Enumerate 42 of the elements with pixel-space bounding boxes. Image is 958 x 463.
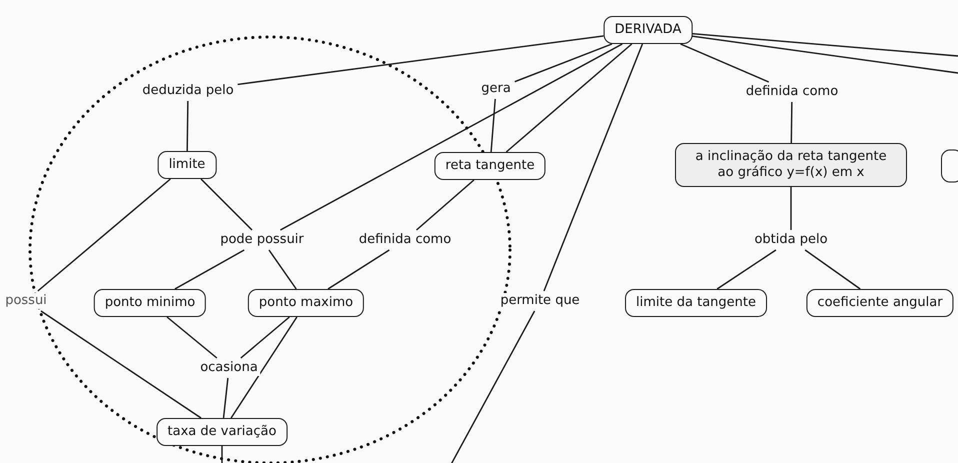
concept-box: taxa de variação <box>156 418 288 446</box>
connector-line <box>790 102 793 143</box>
connector-line <box>804 249 861 290</box>
linking-phrase: pode possuir <box>218 232 306 248</box>
connector-line <box>692 33 958 57</box>
connector-line <box>490 98 496 152</box>
connector-line <box>543 44 644 292</box>
linking-phrase: possui <box>3 293 49 309</box>
concept-box: a inclinação da reta tangente ao gráfico y=f(x) em x <box>675 143 907 187</box>
connector-line <box>280 43 623 231</box>
linking-phrase: ocasiona <box>198 360 260 376</box>
connector-line <box>506 43 632 153</box>
connector-line <box>37 178 171 292</box>
connector-line <box>174 249 245 290</box>
connector-line <box>328 249 390 290</box>
concept-box: ponto minimo <box>94 289 206 317</box>
connector-line <box>40 310 202 419</box>
concept-box: DERIVADA <box>604 16 692 44</box>
connector-line <box>186 101 189 151</box>
concept-box: ponto maximo <box>248 289 364 317</box>
connector-line <box>230 316 298 418</box>
connector-line <box>268 250 297 290</box>
concept-box <box>941 150 958 182</box>
connector-line <box>221 446 223 463</box>
connector-line <box>416 179 474 231</box>
linking-phrase: permite que <box>498 293 582 309</box>
connector-line <box>200 178 252 230</box>
concept-box: reta tangente <box>434 152 546 180</box>
connector-line <box>166 316 218 359</box>
concept-box: limite da tangente <box>625 289 767 317</box>
concept-box: coeficiente angular <box>806 289 954 317</box>
connector-line <box>514 43 612 82</box>
connector-line <box>692 35 958 74</box>
concept-box: limite <box>158 151 216 179</box>
linking-phrase: deduzida pelo <box>140 83 236 99</box>
linking-phrase: obtida pelo <box>752 232 830 248</box>
connector-line <box>238 35 604 86</box>
connector-line <box>790 187 792 230</box>
connector-line <box>222 378 229 418</box>
connector-line <box>716 249 776 290</box>
connector-line <box>240 316 290 359</box>
connector-line <box>680 43 770 83</box>
